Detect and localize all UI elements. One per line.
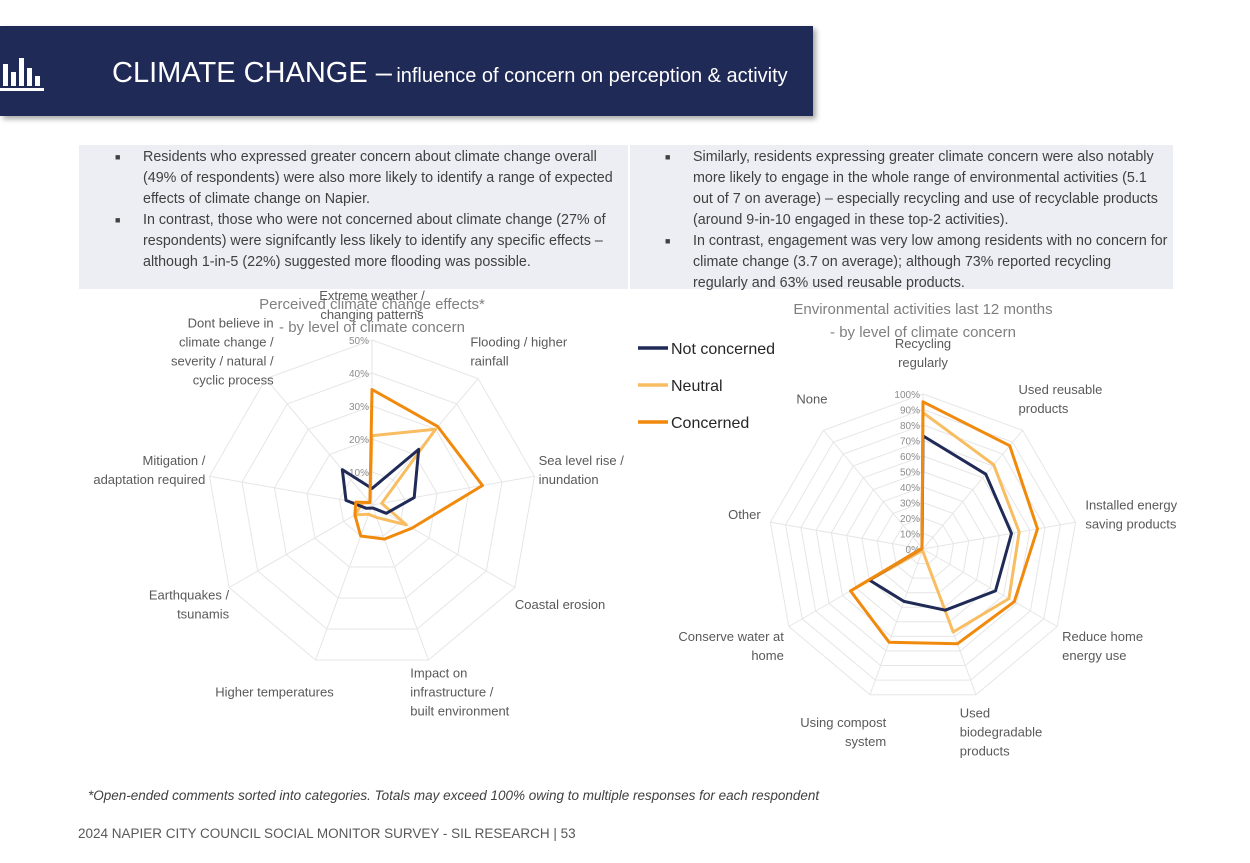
- grid-spoke: [371, 504, 516, 588]
- tick-label: 40%: [900, 483, 920, 494]
- grid-spoke: [770, 521, 924, 550]
- tick-label: 0%: [906, 545, 921, 556]
- category-label: Extreme weather /changing patterns: [319, 288, 425, 322]
- page-title-sub: influence of concern on perception & act…: [396, 65, 788, 87]
- right-bullet: ■ Similarly, residents expressing greater…: [665, 147, 1169, 231]
- tick-label: 10%: [349, 468, 369, 479]
- grid-ring: [815, 439, 1031, 652]
- left-summary-box: ■ Residents who expressed greater concern…: [79, 145, 628, 289]
- category-label: Earthquakes /tsunamis: [149, 587, 230, 621]
- bar-chart-icon: [0, 58, 44, 91]
- grid-spoke: [922, 429, 1023, 550]
- category-label: Higher temperatures: [215, 685, 334, 700]
- grid-spoke: [228, 504, 373, 588]
- series-line-concerned: [353, 388, 484, 541]
- grid-ring: [876, 501, 970, 594]
- page-footer: 2024 NAPIER CITY COUNCIL SOCIAL MONITOR …: [78, 826, 576, 841]
- tick-label: 40%: [349, 369, 369, 380]
- series-line-not-concerned: [340, 447, 421, 515]
- chart-subtitle: - by level of climate concern: [279, 319, 465, 336]
- page-title-main: CLIMATE CHANGE –: [112, 57, 392, 89]
- footnote: *Open-ended comments sorted into categor…: [88, 788, 820, 803]
- tick-label: 70%: [900, 437, 920, 448]
- category-label: Other: [728, 507, 761, 522]
- legend-label: Not concerned: [671, 341, 775, 358]
- tick-label: 100%: [894, 390, 920, 401]
- chart-subtitle: - by level of climate concern: [830, 324, 1016, 341]
- right-summary-box: ■ Similarly, residents expressing greater…: [630, 145, 1173, 291]
- grid-spoke: [869, 548, 924, 695]
- grid-ring: [241, 372, 503, 630]
- page-title: CLIMATE CHANGE – influence of concern on…: [112, 26, 788, 116]
- left-bullet-text: In contrast, those who were not concerne…: [143, 212, 606, 270]
- tick-label: 60%: [900, 452, 920, 463]
- chart-title: Environmental activities last 12 months: [793, 301, 1052, 318]
- right-bullet: ■ In contrast, engagement was very low am…: [665, 231, 1169, 294]
- left-bullet-text: Residents who expressed greater concern …: [143, 149, 613, 207]
- bullet-icon: ■: [665, 152, 671, 162]
- right-bullet-text: In contrast, engagement was very low amo…: [693, 233, 1168, 291]
- series-line-concerned: [849, 400, 1039, 646]
- right-bullet-text: Similarly, residents expressing greater …: [693, 149, 1158, 228]
- category-label: None: [796, 391, 827, 406]
- grid-spoke: [922, 521, 1076, 550]
- tick-label: 10%: [900, 530, 920, 541]
- tick-label: 90%: [900, 406, 920, 417]
- tick-label: 80%: [900, 421, 920, 432]
- left-bullet: ■ Residents who expressed greater concern…: [115, 147, 622, 210]
- grid-spoke: [315, 504, 373, 661]
- legend-label: Neutral: [671, 378, 723, 395]
- grid-ring: [846, 470, 1000, 623]
- grid-ring: [891, 517, 955, 579]
- grid-ring: [306, 438, 438, 568]
- bullet-icon: ■: [665, 236, 671, 246]
- tick-label: 30%: [349, 402, 369, 413]
- tick-label: 20%: [900, 514, 920, 525]
- grid-spoke: [265, 378, 373, 506]
- grid-ring: [208, 339, 536, 661]
- tick-label: 30%: [900, 499, 920, 510]
- tick-label: 50%: [349, 336, 369, 347]
- bullet-icon: ■: [115, 215, 121, 225]
- grid-ring: [861, 486, 985, 608]
- tick-label: 50%: [900, 468, 920, 479]
- grid-spoke: [371, 475, 535, 506]
- left-bullet: ■ In contrast, those who were not concern…: [115, 210, 622, 273]
- legend-label: Concerned: [671, 415, 749, 432]
- tick-label: 20%: [349, 435, 369, 446]
- grid-ring: [907, 532, 939, 565]
- category-label: Sea level rise /inundation: [539, 453, 625, 487]
- bullet-icon: ■: [115, 152, 121, 162]
- grid-spoke: [823, 429, 924, 550]
- category-label: Mitigation /adaptation required: [93, 453, 205, 487]
- grid-spoke: [371, 504, 429, 661]
- grid-spoke: [922, 548, 1058, 627]
- header-banner: CLIMATE CHANGE – influence of concern on…: [0, 26, 813, 116]
- grid-ring: [273, 405, 471, 599]
- grid-ring: [769, 393, 1077, 696]
- chart-title: Perceived climate change effects*: [259, 296, 485, 313]
- grid-ring: [785, 408, 1061, 681]
- category-label: Coastal erosion: [515, 597, 605, 612]
